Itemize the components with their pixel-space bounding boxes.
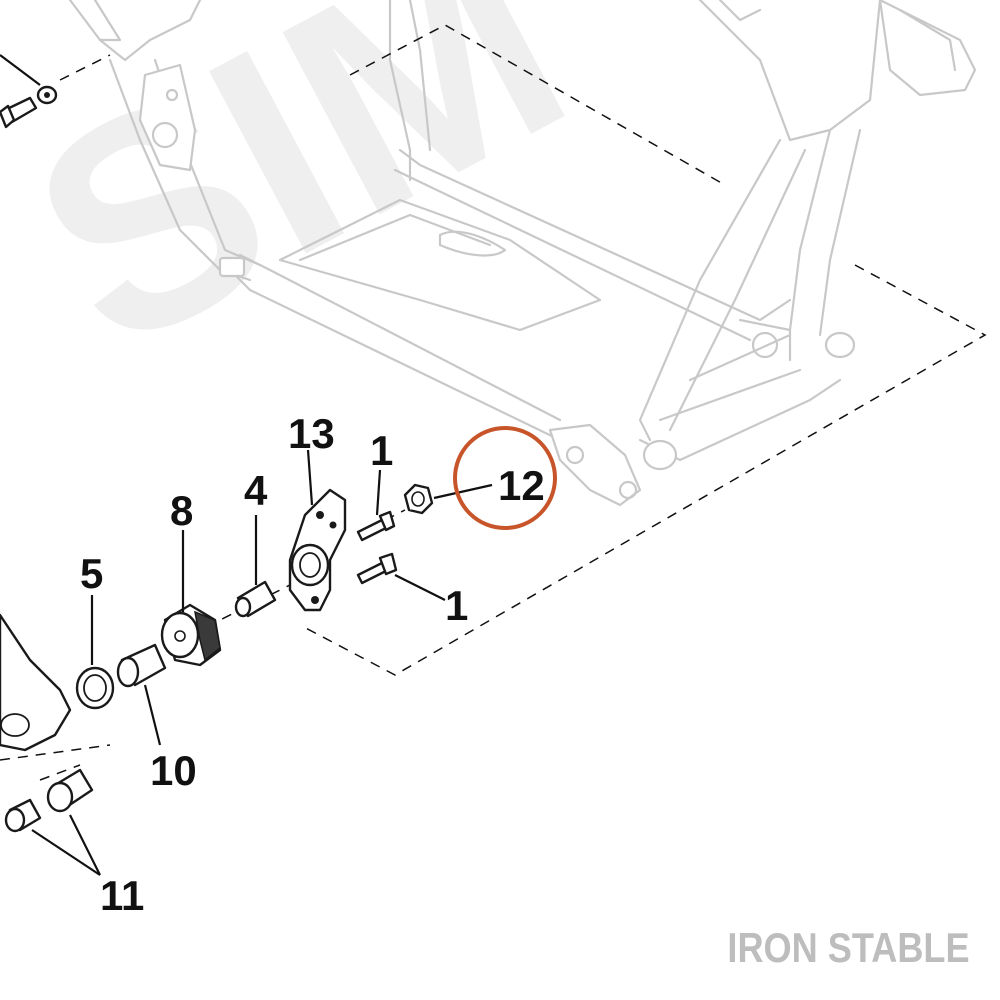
lower-bolt-head bbox=[378, 552, 398, 576]
frame-upper-tube bbox=[68, 0, 122, 42]
frame-right-downtube-b bbox=[668, 148, 807, 432]
frame-top-gusset bbox=[718, 0, 762, 22]
frame-left-bracket bbox=[138, 63, 197, 172]
part-4-sleeve bbox=[234, 515, 277, 618]
callout-1-upper: 1 bbox=[370, 427, 393, 474]
frame-rear-mount-hole-a bbox=[565, 445, 585, 465]
bracket-hole-2 bbox=[329, 521, 337, 529]
part-1-upper-leader bbox=[375, 469, 382, 516]
callout-13: 13 bbox=[288, 410, 335, 457]
callout-1-lower: 1 bbox=[445, 582, 468, 629]
watermark-text: SIM bbox=[0, 0, 613, 413]
frame-right-crossmember bbox=[688, 333, 792, 382]
part-11-leader-b bbox=[31, 829, 101, 876]
part-13-leader bbox=[306, 449, 314, 506]
bracket-hole-1 bbox=[316, 511, 324, 519]
frame-left-bracket-hole-small bbox=[165, 88, 179, 102]
upper-bolt-head bbox=[378, 510, 396, 532]
top-left-washer-hole bbox=[44, 92, 50, 98]
frame-center-post-right bbox=[408, 0, 432, 152]
frame-rear-bushing bbox=[642, 439, 678, 471]
part-1-lower-bolt bbox=[356, 552, 446, 601]
callout-12: 12 bbox=[498, 462, 545, 509]
spacer-b-end bbox=[4, 807, 26, 833]
bracket-hole-3 bbox=[311, 596, 319, 604]
callout-11: 11 bbox=[100, 872, 144, 919]
swingarm-pivot-hole bbox=[0, 713, 30, 737]
frame-floor-pan-rib bbox=[298, 213, 492, 262]
frame-right-downtube-c bbox=[788, 128, 832, 332]
frame-left-bracket-hole bbox=[151, 121, 179, 149]
frame-right-downtube-a bbox=[638, 138, 782, 442]
top-left-leader bbox=[0, 54, 41, 86]
frame-right-bracket-hole bbox=[751, 331, 779, 359]
part-12-highlight-circle bbox=[453, 426, 557, 530]
part-11-leader-a bbox=[69, 814, 101, 876]
frame-floor-pan bbox=[278, 198, 602, 332]
spacer-a-end bbox=[46, 781, 74, 813]
nut-hole bbox=[411, 491, 425, 507]
frame-right-downtube-d bbox=[818, 128, 862, 337]
frame-right-bracket bbox=[738, 318, 792, 362]
top-left-bolt-head bbox=[0, 104, 16, 129]
frame-right-bushing bbox=[824, 331, 856, 359]
frame-lower-rail-b bbox=[238, 253, 562, 422]
top-left-bolt-assembly bbox=[0, 54, 58, 129]
frame-rear-mount-hole-b bbox=[618, 480, 638, 500]
callout-10: 10 bbox=[150, 747, 197, 794]
brand-watermark: IRON STABLE bbox=[727, 924, 970, 971]
swingarm-partial bbox=[0, 613, 72, 752]
callout-8: 8 bbox=[170, 487, 193, 534]
callout-4: 4 bbox=[244, 467, 268, 514]
bearing-inner bbox=[83, 674, 107, 702]
part-13-bracket bbox=[288, 449, 347, 612]
sleeve-end bbox=[234, 596, 252, 618]
part-10-bushing bbox=[116, 643, 167, 746]
motorcycle-frame bbox=[68, 0, 977, 507]
frame-steering-head bbox=[698, 0, 882, 142]
dash-bottom-left bbox=[0, 744, 111, 761]
part-8-geared-hub bbox=[160, 530, 222, 667]
frame-steering-neck bbox=[878, 0, 977, 97]
dash-lower-right bbox=[299, 264, 987, 676]
part-1-upper-bolt bbox=[356, 469, 396, 542]
part-12-leader bbox=[433, 483, 493, 500]
part-12-nut bbox=[403, 483, 493, 515]
frame-top-rail bbox=[98, 0, 202, 62]
watermark: SIM bbox=[0, 0, 613, 413]
part-11-spacers bbox=[4, 768, 101, 876]
part-10-leader bbox=[143, 684, 162, 746]
frame-floor-pan-slot bbox=[438, 230, 507, 257]
frame-center-post-left bbox=[388, 0, 412, 182]
frame-right-lower-rail-b bbox=[658, 368, 802, 422]
hub-center bbox=[174, 630, 186, 642]
frame-neck-detail bbox=[898, 8, 957, 72]
dash-bottom-left-b bbox=[39, 764, 81, 781]
frame-left-lug bbox=[218, 256, 246, 278]
part-1-lower-leader bbox=[394, 574, 446, 601]
callout-5: 5 bbox=[80, 550, 103, 597]
bushing-end bbox=[116, 656, 140, 688]
callout-labels: 13 1 1 12 4 8 5 10 11 bbox=[80, 410, 545, 919]
dash-top-left bbox=[59, 54, 111, 81]
hub-teeth bbox=[194, 610, 221, 662]
frame-cross-tube-lower bbox=[393, 168, 752, 342]
part-5-bearing bbox=[75, 595, 115, 710]
bracket-ring-hole bbox=[299, 552, 321, 578]
frame-rear-mount-lug bbox=[548, 423, 642, 507]
